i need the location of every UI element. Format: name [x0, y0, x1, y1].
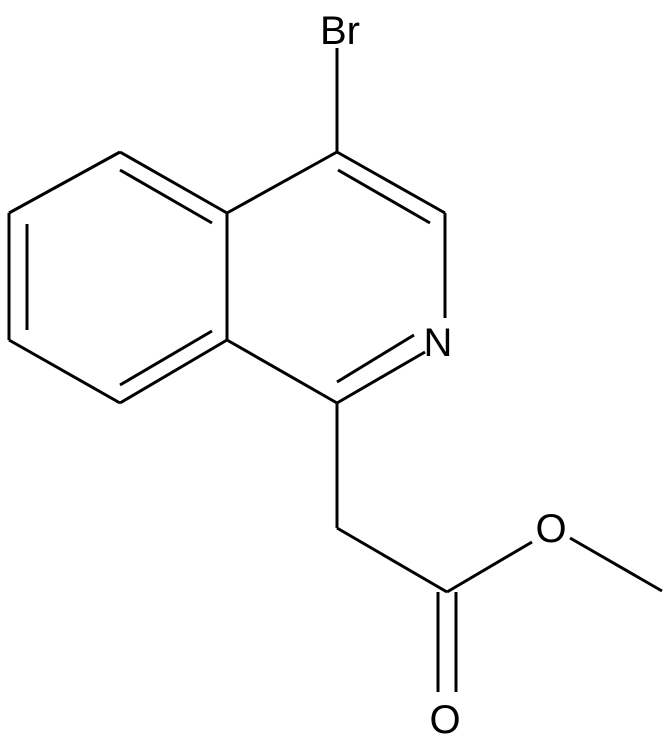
bond-benzene-bottom — [119, 338, 228, 405]
bond-benzene-upper-left — [8, 150, 121, 215]
bond-c1-c8a — [226, 338, 338, 405]
atom-label-bromine: Br — [320, 9, 360, 53]
bond-n2-c1-inner — [336, 333, 415, 384]
bond-benzene-top-inner — [119, 168, 213, 225]
bond-c4-c3 — [336, 150, 446, 215]
bond-oester-methyl — [569, 536, 663, 593]
bond-n2-c1 — [336, 350, 426, 405]
bond-benzene-bottom-inner — [119, 329, 213, 387]
atom-label-carbonyl-oxygen: O — [429, 698, 460, 740]
bond-carbonyl-oester — [446, 540, 533, 594]
bond-benzene-lower-left — [8, 338, 121, 405]
bond-benzene-top — [119, 150, 228, 215]
bond-c4a-c4 — [226, 150, 338, 215]
bond-c4-c3-inner — [337, 168, 431, 225]
atom-label-ester-oxygen: O — [535, 507, 566, 551]
atom-label-nitrogen: N — [424, 321, 453, 365]
bond-ch2-carbonyl — [336, 526, 448, 594]
